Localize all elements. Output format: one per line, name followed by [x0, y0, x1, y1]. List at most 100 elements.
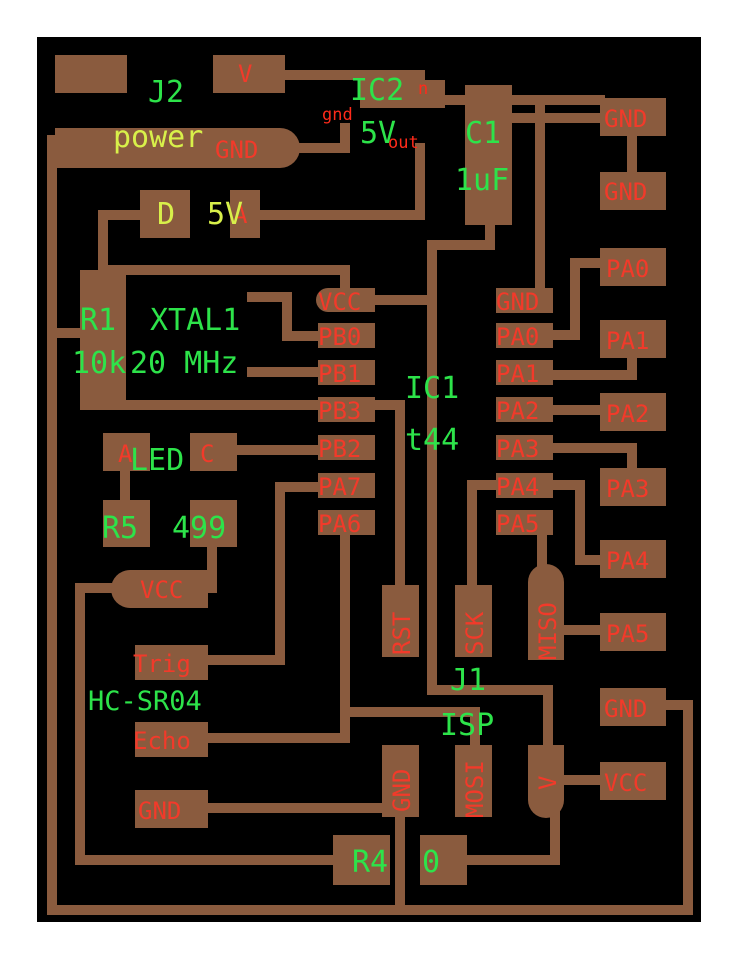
label-vcc-isp-ext: VCC	[604, 769, 647, 797]
label-ic1-pa3: PA3	[496, 435, 539, 463]
label-ic2-value: 5V	[360, 116, 396, 151]
label-pa2-ext: PA2	[606, 400, 649, 428]
label-j2-name: J2	[148, 75, 184, 110]
pad-pa5-ext	[600, 613, 666, 651]
label-ic1-pb2: PB2	[318, 435, 361, 463]
label-d-a: A	[233, 201, 248, 229]
pad-r5-2	[190, 500, 237, 547]
pad-ic1-pb1	[318, 360, 375, 385]
label-r4-name: R4	[352, 845, 388, 880]
pad-r5-1	[103, 500, 150, 547]
label-ic1-pb0: PB0	[318, 323, 361, 351]
pad-gnd-top2	[600, 172, 666, 210]
label-ic1-pa2: PA2	[496, 397, 539, 425]
pad-gnd-top1	[600, 98, 666, 136]
pad-c1	[465, 85, 512, 225]
pad-vcc-isp-ext	[600, 762, 666, 800]
copper-traces	[47, 70, 693, 915]
pad-pa1-ext	[600, 320, 666, 358]
label-ic1-pa0: PA0	[496, 323, 539, 351]
label-ic2-n: n	[418, 79, 428, 99]
pad-isp-gnd	[382, 745, 419, 817]
label-r5-vcc: VCC	[140, 576, 183, 604]
pad-ic1-pa1	[496, 360, 553, 385]
pad-j2-gnd	[55, 128, 300, 168]
pad-ic1-pa6	[318, 510, 375, 535]
label-r5-name: R5	[102, 511, 138, 546]
label-hc-name: HC-SR04	[88, 686, 202, 717]
label-pa4-ext: PA4	[606, 547, 649, 575]
pad-r1	[80, 270, 126, 410]
pad-gnd-isp-ext	[600, 688, 666, 726]
label-j2-gnd: GND	[215, 136, 258, 164]
copper-pads	[55, 55, 666, 885]
trace-xtal-pb0	[247, 292, 325, 341]
label-isp-gnd: GND	[388, 769, 416, 812]
label-j2-value: power	[113, 120, 203, 155]
label-led-name: LED	[130, 443, 184, 478]
pad-ic1-pa5	[496, 510, 553, 535]
label-led-c: C	[200, 440, 214, 468]
pad-ic1-gnd	[496, 288, 553, 313]
trace-d-to-vcc	[98, 210, 350, 300]
pad-isp-rst	[382, 585, 419, 657]
pad-ic1-pa4	[496, 473, 553, 498]
label-ic1-pa4: PA4	[496, 473, 539, 501]
label-r4-value: 0	[422, 845, 440, 880]
pad-r4-1	[333, 835, 390, 885]
label-ic1-pa7: PA7	[318, 473, 361, 501]
trace-gnd-to-ic2	[280, 123, 350, 153]
label-ic1-pb3: PB3	[318, 397, 361, 425]
pad-led-a	[103, 433, 150, 471]
label-isp-miso: MISO	[534, 602, 562, 660]
label-ic1-gnd: GND	[496, 288, 539, 316]
trace-echo-pa6	[203, 535, 350, 743]
trace-pa0-ext	[550, 258, 605, 340]
trace-pa1-ext	[550, 350, 637, 380]
pad-d-k	[140, 190, 190, 238]
label-ic1-vcc: VCC	[318, 288, 361, 316]
label-xtal-value: 20 MHz	[130, 346, 238, 381]
label-ic1-value: t44	[405, 423, 459, 458]
label-c1-value: 1uF	[455, 163, 509, 198]
pad-trig	[135, 645, 208, 680]
pad-pa4-ext	[600, 540, 666, 578]
trace-r1-rst	[98, 400, 405, 595]
pad-j2-1	[55, 55, 127, 93]
label-isp-sck: SCK	[461, 611, 489, 655]
trace-pa6-mosi	[340, 707, 480, 765]
trace-d-to-ic2-out	[255, 143, 425, 220]
trace-pa3-ext	[550, 443, 637, 480]
pad-labels: V GND A n gnd out GND GND PA0 PA1 PA2 PA…	[118, 60, 649, 825]
label-pa1-ext: PA1	[606, 327, 649, 355]
label-gnd-top2: GND	[604, 178, 647, 206]
label-pa0-ext: PA0	[606, 255, 649, 283]
label-ic2-out: out	[388, 133, 419, 153]
pad-pa2-ext	[600, 393, 666, 431]
label-r5-value: 499	[172, 511, 226, 546]
label-pa5-ext: PA5	[606, 620, 649, 648]
label-ic2-gnd: gnd	[322, 105, 353, 125]
pad-led-c	[190, 433, 237, 471]
pad-r5-vcc	[111, 570, 208, 608]
label-ic1-name: IC1	[405, 371, 459, 406]
pad-gnd-hc	[135, 790, 208, 828]
label-j1-name: J1	[450, 663, 486, 698]
pad-ic1-vcc	[316, 288, 375, 312]
trace-pa4-ext	[550, 480, 605, 565]
label-echo: Echo	[133, 727, 191, 755]
label-led-a: A	[118, 440, 133, 468]
label-j1-value: ISP	[440, 708, 494, 743]
label-d-name: D	[157, 197, 175, 232]
label-pa3-ext: PA3	[606, 475, 649, 503]
pad-pa3-ext	[600, 468, 666, 506]
pad-ic1-pa0	[496, 323, 553, 348]
label-xtal-name: XTAL1	[150, 303, 240, 338]
label-isp-v: V	[534, 776, 562, 790]
label-trig: Trig	[133, 650, 191, 678]
pad-ic1-pa3	[496, 435, 553, 460]
trace-trig-pa7	[203, 482, 325, 665]
pad-ic1-pb2	[318, 435, 375, 460]
